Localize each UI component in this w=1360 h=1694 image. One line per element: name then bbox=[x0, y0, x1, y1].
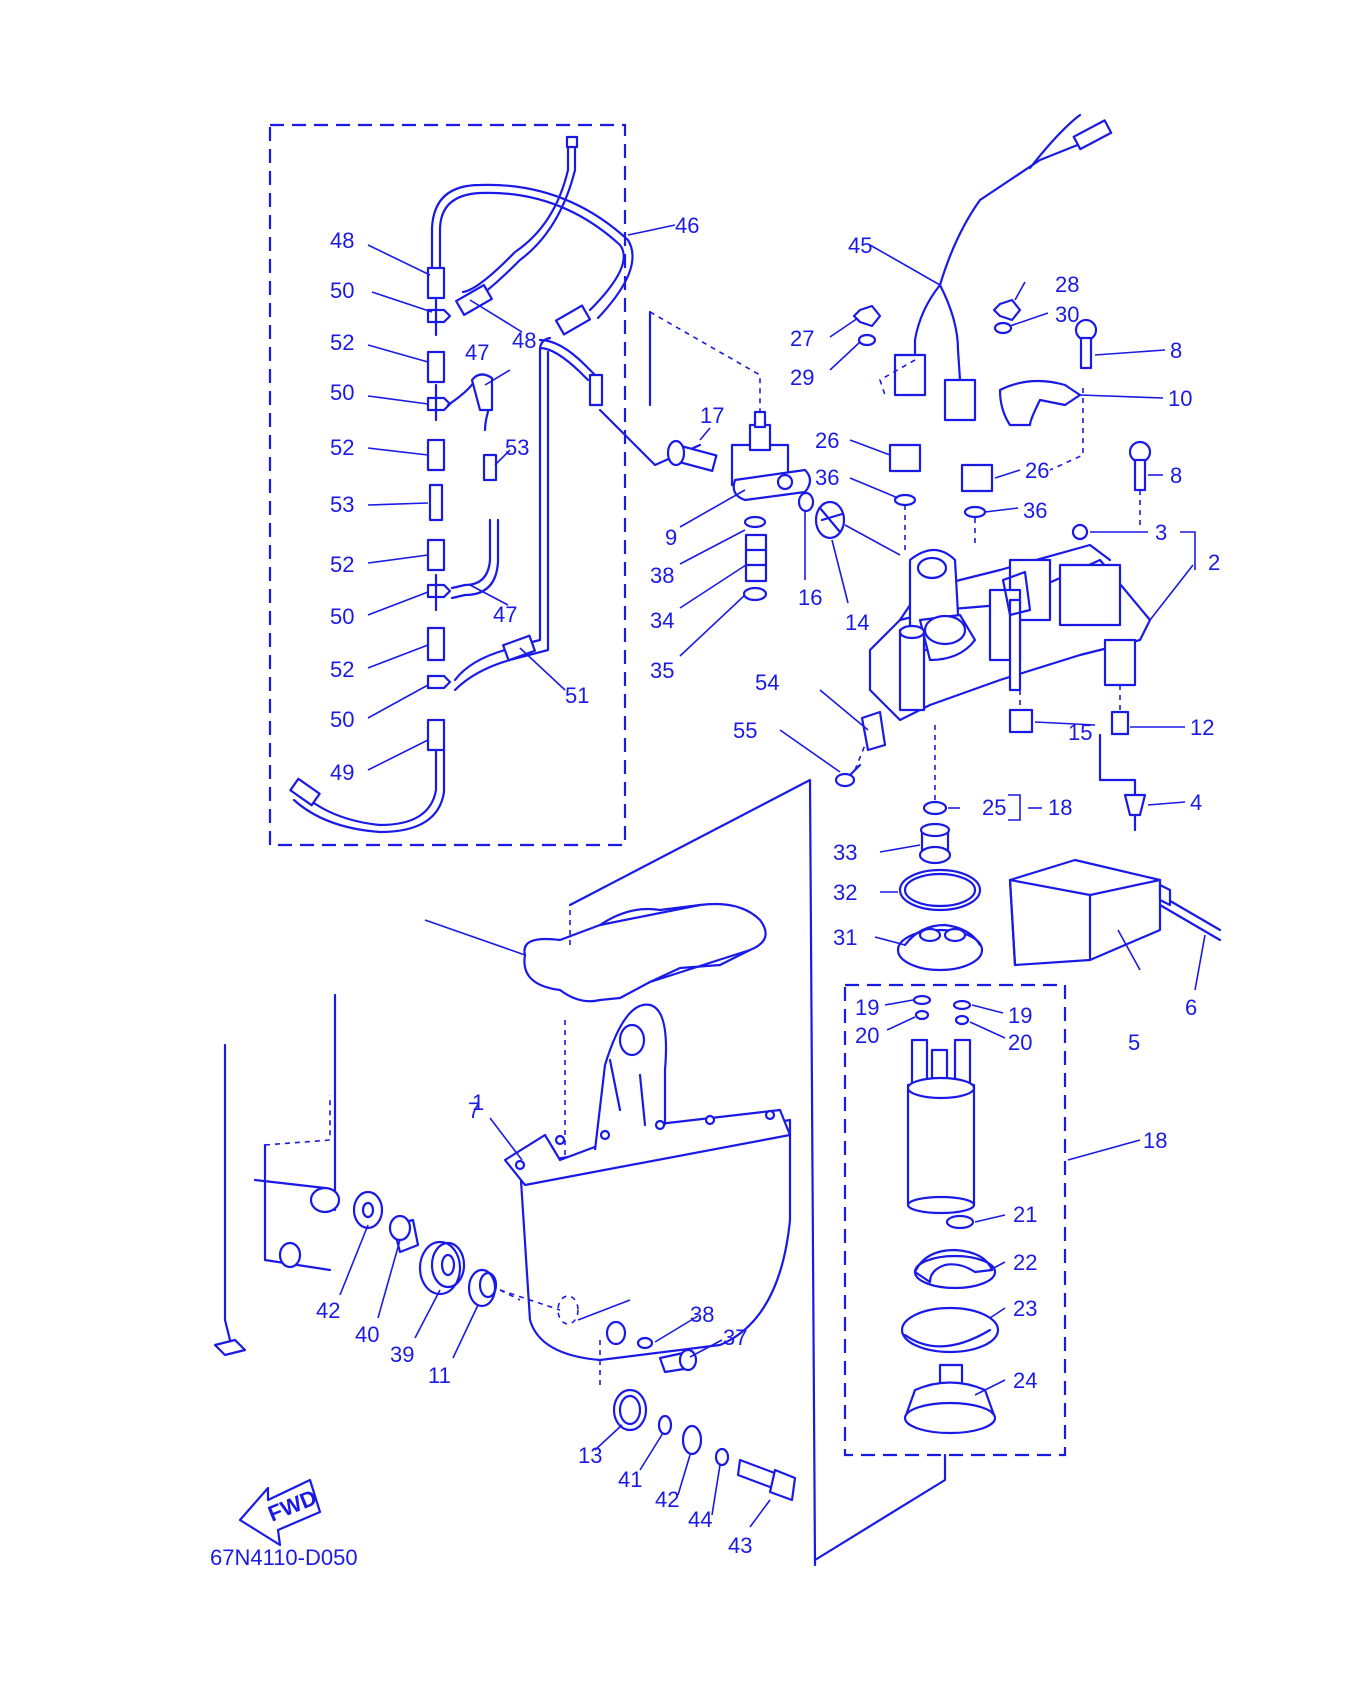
hose-fittings-column bbox=[289, 266, 452, 834]
callout-27: 27 bbox=[790, 326, 814, 351]
callout-44: 44 bbox=[688, 1507, 712, 1532]
callout-40: 40 bbox=[355, 1322, 379, 1347]
pump-cap-group bbox=[896, 725, 984, 972]
callout-33: 33 bbox=[833, 840, 857, 865]
callout-23: 23 bbox=[1013, 1296, 1037, 1321]
control-module-group bbox=[1008, 858, 1222, 967]
separator-body-group bbox=[499, 778, 817, 1567]
callout-10: 10 bbox=[1168, 386, 1192, 411]
callout-52d: 52 bbox=[330, 657, 354, 682]
callout-35: 35 bbox=[650, 658, 674, 683]
callout-7: 7 bbox=[468, 1098, 480, 1123]
callout-48a: 48 bbox=[330, 228, 354, 253]
callout-19b: 19 bbox=[1008, 1003, 1032, 1028]
callout-24: 24 bbox=[1013, 1368, 1037, 1393]
callout-13: 13 bbox=[578, 1443, 602, 1468]
callout-50d: 50 bbox=[330, 707, 354, 732]
callout-50c: 50 bbox=[330, 604, 354, 629]
callout-30: 30 bbox=[1055, 302, 1079, 327]
callout-50b: 50 bbox=[330, 380, 354, 405]
callout-34: 34 bbox=[650, 608, 674, 633]
callout-11: 11 bbox=[428, 1363, 451, 1388]
fuel-pump-kit-group bbox=[813, 983, 1067, 1562]
callout-50a: 50 bbox=[330, 278, 354, 303]
pressure-regulator-group bbox=[598, 310, 846, 602]
callout-49: 49 bbox=[330, 760, 354, 785]
vapor-separator-cover-group bbox=[852, 113, 1152, 832]
engine-bracket-outline bbox=[213, 993, 341, 1357]
callout-52c: 52 bbox=[330, 552, 354, 577]
callout-31: 31 bbox=[833, 925, 857, 950]
callout-labels: 48 50 52 47 48 50 52 53 53 52 50 47 52 5… bbox=[210, 213, 1220, 1570]
callout-22: 22 bbox=[1013, 1250, 1037, 1275]
callout-46: 46 bbox=[675, 213, 699, 238]
hose-kit-group bbox=[268, 123, 634, 847]
callout-32: 32 bbox=[833, 880, 857, 905]
callout-53a: 53 bbox=[505, 435, 529, 460]
callout-12: 12 bbox=[1190, 715, 1214, 740]
clip-group bbox=[834, 710, 887, 788]
callout-45: 45 bbox=[848, 233, 872, 258]
callout-47b: 47 bbox=[493, 602, 517, 627]
callout-18a: 18 bbox=[1048, 795, 1072, 820]
callout-18b: 18 bbox=[1143, 1128, 1167, 1153]
callout-16: 16 bbox=[798, 585, 822, 610]
callout-8a: 8 bbox=[1170, 338, 1182, 363]
leader-lines bbox=[339, 224, 1206, 1528]
callout-36a: 36 bbox=[815, 465, 839, 490]
callout-48b: 48 bbox=[512, 328, 536, 353]
callout-39: 39 bbox=[390, 1342, 414, 1367]
callout-42a: 42 bbox=[316, 1298, 340, 1323]
callout-20a: 20 bbox=[855, 1023, 879, 1048]
callout-41: 41 bbox=[618, 1467, 642, 1492]
callout-37: 37 bbox=[723, 1325, 747, 1350]
callout-47a: 47 bbox=[465, 340, 489, 365]
callout-20b: 20 bbox=[1008, 1030, 1032, 1055]
callout-1: 1 bbox=[472, 1090, 484, 1115]
callout-3: 3 bbox=[1155, 520, 1167, 545]
callout-38b: 38 bbox=[690, 1302, 714, 1327]
callout-53b: 53 bbox=[330, 492, 354, 517]
callout-15: 15 bbox=[1068, 720, 1092, 745]
callout-4: 4 bbox=[1190, 790, 1202, 815]
callout-51: 51 bbox=[565, 683, 589, 708]
callout-6: 6 bbox=[1185, 995, 1197, 1020]
callout-9: 9 bbox=[665, 525, 677, 550]
diagram-code: 67N4110-D050 bbox=[210, 1545, 358, 1570]
fwd-direction-arrow: FWD bbox=[238, 1478, 322, 1547]
callout-2: 2 bbox=[1208, 550, 1220, 575]
callout-43: 43 bbox=[728, 1533, 752, 1558]
callout-29: 29 bbox=[790, 365, 814, 390]
callout-14: 14 bbox=[845, 610, 869, 635]
callout-36b: 36 bbox=[1023, 498, 1047, 523]
callout-54: 54 bbox=[755, 670, 779, 695]
callout-28: 28 bbox=[1055, 272, 1079, 297]
lower-fasteners-group bbox=[352, 1190, 797, 1502]
callout-52b: 52 bbox=[330, 435, 354, 460]
callout-19a: 19 bbox=[855, 995, 879, 1020]
callout-42b: 42 bbox=[655, 1487, 679, 1512]
callout-55: 55 bbox=[733, 718, 757, 743]
callout-52a: 52 bbox=[330, 330, 354, 355]
callout-26b: 26 bbox=[1025, 458, 1049, 483]
callout-17: 17 bbox=[700, 403, 724, 428]
callout-38a: 38 bbox=[650, 563, 674, 588]
callout-8b: 8 bbox=[1170, 463, 1182, 488]
callout-25: 25 bbox=[982, 795, 1006, 820]
callout-5: 5 bbox=[1128, 1030, 1140, 1055]
callout-26a: 26 bbox=[815, 428, 839, 453]
callout-21: 21 bbox=[1013, 1202, 1037, 1227]
